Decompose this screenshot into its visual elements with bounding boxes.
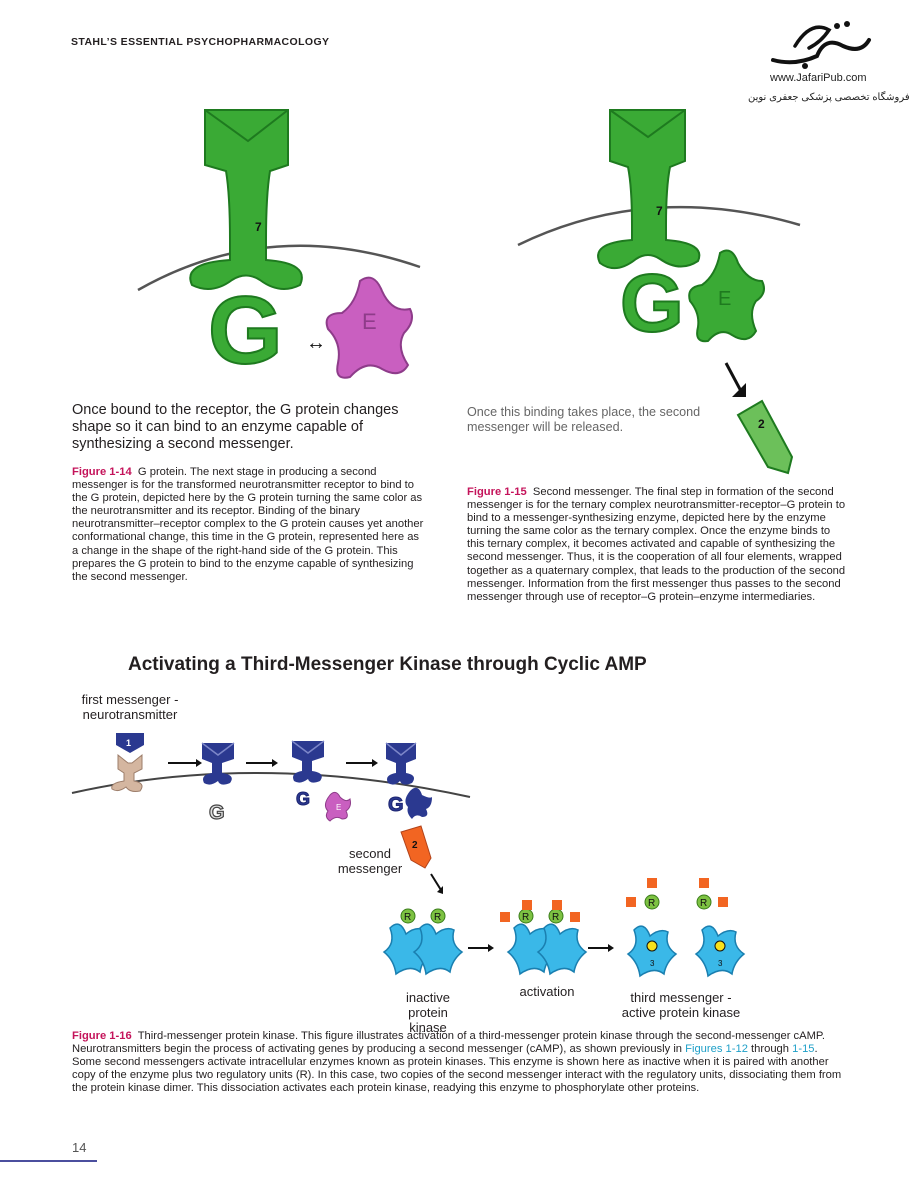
neurotransmitter-receptor: 7 xyxy=(189,109,303,290)
cell-membrane xyxy=(137,244,421,292)
g-protein: G xyxy=(207,276,284,385)
running-title: STAHL’S ESSENTIAL PSYCHOPHARMACOLOGY xyxy=(71,36,330,48)
svg-text:R: R xyxy=(522,912,529,923)
enzyme-letter: E xyxy=(362,309,377,334)
kinase-activation-diagram: R R R R R R 3 3 xyxy=(383,878,745,977)
empty-receptor xyxy=(111,753,143,792)
figure-1-14-diagram: 7 G ↔ E xyxy=(137,109,421,385)
fig16-caption-part3: . Some second messengers activate intrac… xyxy=(72,1043,842,1095)
fig16-receptor-sequence: 1 G G E G xyxy=(71,733,471,825)
fig16-title: Activating a Third-Messenger Kinase thro… xyxy=(128,654,647,675)
active-kinase-label: third messenger - active protein kinase xyxy=(621,990,741,1020)
svg-text:E: E xyxy=(336,803,341,812)
neurotransmitter-1: 1 xyxy=(116,733,144,753)
release-arrow-icon xyxy=(724,362,744,394)
inactive-kinase-dimer: R R xyxy=(383,908,463,975)
bidirectional-arrow-icon: ↔ xyxy=(306,332,326,354)
fig16-caption-label: Figure 1-16 xyxy=(72,1030,132,1042)
active-kinase: 3 xyxy=(627,925,677,977)
g-protein-letter: G xyxy=(208,277,283,384)
second-messenger-label: second messenger xyxy=(337,846,403,876)
enzyme xyxy=(405,787,432,819)
fig16-caption: Figure 1-16 Third-messenger protein kina… xyxy=(72,1030,842,1095)
free-regulatory-unit: R xyxy=(696,878,728,910)
svg-text:R: R xyxy=(700,898,707,909)
arrow-icon xyxy=(430,873,442,891)
page-bar xyxy=(0,1160,97,1162)
free-regulatory-unit: R xyxy=(626,878,660,910)
figure-1-15-diagram: 7 G E 2 xyxy=(517,109,801,475)
svg-text:2: 2 xyxy=(412,840,418,851)
bound-receptor xyxy=(291,740,325,783)
inactive-kinase-label: inactive protein kinase xyxy=(405,990,451,1035)
neurotransmitter-receptor: 7 xyxy=(597,109,701,270)
svg-text:R: R xyxy=(404,912,411,923)
second-messenger-number: 2 xyxy=(758,417,765,431)
g-protein-letter: G xyxy=(209,802,225,824)
receptor-number: 7 xyxy=(255,220,262,234)
svg-text:R: R xyxy=(648,898,655,909)
logo-url: www.JafariPub.com xyxy=(770,72,867,84)
second-messenger: 2 xyxy=(736,399,794,475)
g-protein-letter: G xyxy=(620,258,684,349)
svg-text:R: R xyxy=(434,912,441,923)
enzyme: E xyxy=(325,276,413,379)
svg-text:3: 3 xyxy=(718,959,723,968)
g-protein-letter: G xyxy=(296,789,310,809)
second-messenger-release: 2 xyxy=(400,825,443,894)
svg-text:1: 1 xyxy=(126,738,131,748)
first-messenger-label: first messenger - neurotransmitter xyxy=(81,692,179,722)
enzyme: E xyxy=(688,249,765,343)
fig15-caption-text: Second messenger. The final step in form… xyxy=(467,486,846,603)
receptor-number: 7 xyxy=(656,204,663,218)
publisher-logo xyxy=(771,21,871,69)
bound-receptor xyxy=(201,742,235,785)
enzyme xyxy=(324,791,351,822)
svg-text:R: R xyxy=(552,912,559,923)
fig16-caption-part1: Third-messenger protein kinase. This fig… xyxy=(72,1030,826,1056)
svg-text:3: 3 xyxy=(650,959,655,968)
g-protein-letter: G xyxy=(388,794,404,816)
fig15-caption: Figure 1-15 Second messenger. The final … xyxy=(467,486,847,604)
figure-link[interactable]: 1-15 xyxy=(792,1043,815,1056)
fig14-caption: Figure 1-14 G protein. The next stage in… xyxy=(72,466,426,584)
fig14-callout: Once bound to the receptor, the G protei… xyxy=(72,402,399,452)
fig15-callout: Once this binding takes place, the secon… xyxy=(467,405,701,434)
bound-receptor xyxy=(385,742,417,785)
fig16-caption-part2: through xyxy=(747,1043,793,1056)
activation-label: activation xyxy=(519,984,575,999)
activation-dimer: R R xyxy=(500,900,587,975)
fig15-caption-label: Figure 1-15 xyxy=(467,486,527,498)
fig14-caption-label: Figure 1-14 xyxy=(72,466,132,478)
fig14-caption-text: G protein. The next stage in producing a… xyxy=(72,466,424,583)
page-number: 14 xyxy=(72,1140,87,1155)
active-kinase: 3 xyxy=(695,925,745,977)
logo-tagline: فروشگاه تخصصی پزشکی جعفری نوین xyxy=(748,92,910,103)
figure-link[interactable]: Figures 1-12 xyxy=(685,1043,748,1056)
enzyme-letter: E xyxy=(718,288,731,310)
